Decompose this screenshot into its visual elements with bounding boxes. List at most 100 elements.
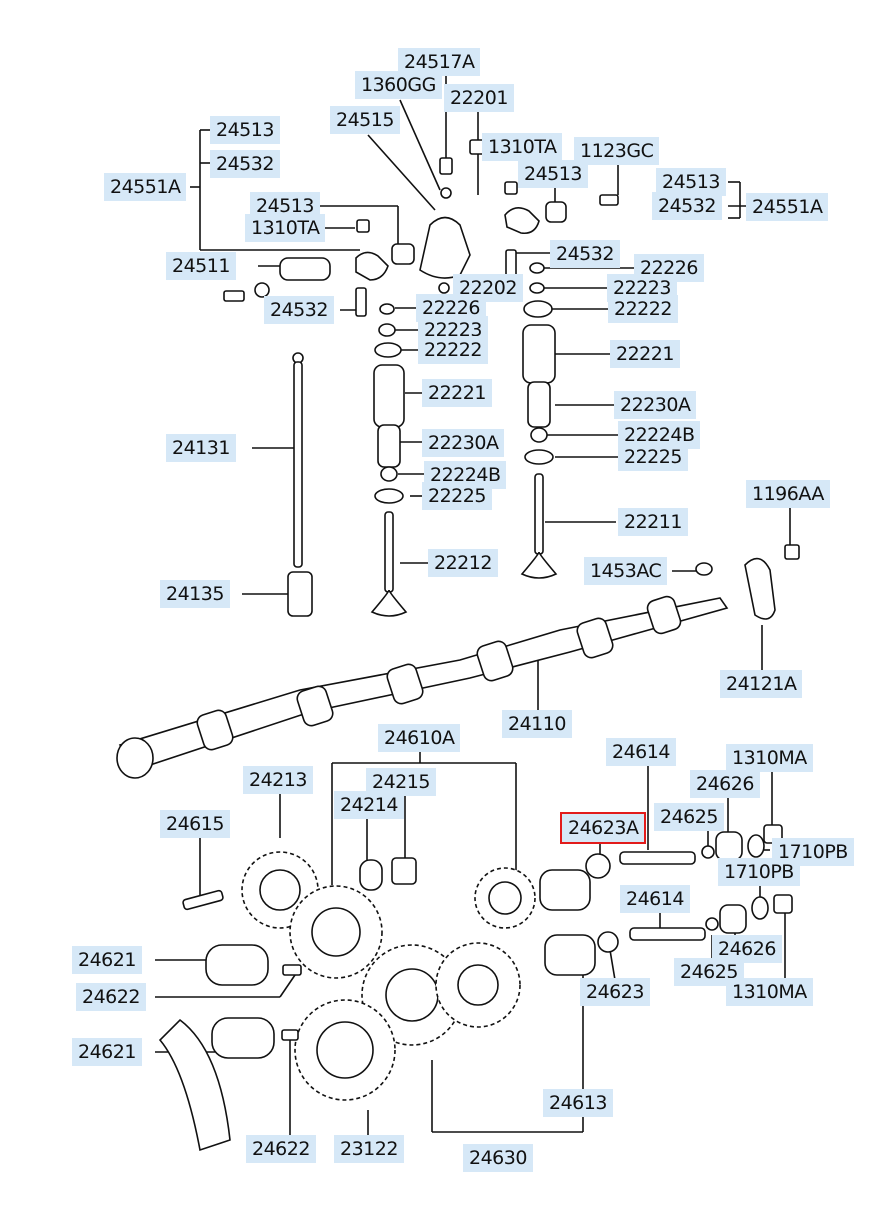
pushrod bbox=[293, 361, 303, 568]
bolt-1196aa bbox=[784, 544, 800, 560]
gear-24630-right-hub bbox=[457, 964, 499, 1006]
part-label: 24621 bbox=[72, 1038, 142, 1066]
valve-stem-left bbox=[384, 511, 394, 593]
dowel-24615 bbox=[182, 889, 224, 911]
seal-right bbox=[530, 427, 548, 443]
cam-lobe-6 bbox=[646, 595, 682, 635]
cam-lobe-4 bbox=[476, 640, 514, 682]
part-label: 24213 bbox=[243, 766, 313, 794]
cam-lobe-1 bbox=[196, 709, 234, 751]
tappet bbox=[287, 571, 313, 617]
nut-1310ta-right bbox=[504, 181, 518, 195]
part-label: 24511 bbox=[166, 252, 236, 280]
part-label: 24621 bbox=[72, 946, 142, 974]
adjust-screw-left bbox=[355, 287, 367, 317]
valve-stem-right bbox=[534, 473, 544, 555]
outer-spring-right bbox=[522, 324, 556, 384]
leader bbox=[609, 949, 616, 981]
part-label: 22222 bbox=[418, 336, 488, 364]
bush-24621-lower bbox=[211, 1017, 275, 1059]
outer-spring-left bbox=[373, 364, 405, 428]
washer-1360gg bbox=[440, 187, 452, 199]
part-label: 24613 bbox=[543, 1089, 613, 1117]
bolt-1123gc bbox=[599, 194, 619, 206]
rocker-arm-right bbox=[504, 207, 540, 235]
part-label: 24622 bbox=[76, 983, 146, 1011]
retainer-left bbox=[378, 323, 396, 337]
part-label: 24121A bbox=[720, 670, 803, 698]
valve-head-right bbox=[520, 551, 558, 579]
spring-seat-upper-right bbox=[523, 300, 553, 318]
gear-24630-left-hub bbox=[385, 968, 439, 1022]
nut-1310ma-lower bbox=[773, 894, 793, 914]
idler-bush-24623 bbox=[544, 934, 596, 976]
part-label: 24630 bbox=[463, 1144, 533, 1172]
part-label: 24625 bbox=[654, 803, 724, 831]
rocker-bush-left bbox=[391, 243, 415, 265]
washer bbox=[254, 282, 270, 298]
part-label: 24551A bbox=[104, 173, 187, 201]
part-label: 24110 bbox=[502, 710, 572, 738]
key-24622-upper bbox=[282, 964, 302, 976]
retainer-right bbox=[529, 282, 545, 294]
part-label: 1123GC bbox=[574, 137, 660, 165]
part-label: 24615 bbox=[160, 810, 230, 838]
washer-24625-lower bbox=[705, 917, 719, 931]
nut-1310ta-left bbox=[356, 219, 370, 233]
spring-seat-lower-left bbox=[374, 488, 404, 504]
leader bbox=[367, 134, 436, 211]
idler-bush-24623a bbox=[539, 869, 591, 911]
rocker-bush-right bbox=[545, 201, 567, 223]
part-label: 24614 bbox=[606, 738, 676, 766]
part-label: 24626 bbox=[690, 770, 760, 798]
part-label: 24513 bbox=[210, 116, 280, 144]
key-24622-lower bbox=[281, 1029, 299, 1041]
part-label: 1710PB bbox=[718, 858, 800, 886]
plug-1453ac bbox=[695, 562, 713, 576]
part-label: 1310TA bbox=[245, 214, 326, 242]
cotter-left bbox=[379, 303, 395, 315]
leader bbox=[399, 99, 441, 191]
part-label-highlighted: 24623A bbox=[559, 812, 647, 844]
gear-24610a-right-hub bbox=[488, 881, 522, 915]
part-label: 1453AC bbox=[584, 557, 668, 585]
collar-24626-upper bbox=[715, 831, 743, 861]
part-label: 24135 bbox=[160, 580, 230, 608]
gear-23122-hub bbox=[316, 1021, 374, 1079]
seal-left bbox=[380, 466, 398, 482]
idler-shaft-24614-lower bbox=[629, 927, 706, 941]
part-label: 24623 bbox=[580, 978, 650, 1006]
cotter-right bbox=[529, 262, 545, 274]
rocker-shaft-pin bbox=[279, 257, 331, 281]
part-label: 22222 bbox=[608, 295, 678, 323]
part-label: 24610A bbox=[378, 724, 461, 752]
thrust-plate-24623a bbox=[585, 853, 611, 879]
cam-lobe-3 bbox=[386, 663, 424, 705]
part-label: 22211 bbox=[618, 508, 688, 536]
thrust-plate-24623 bbox=[597, 931, 619, 953]
part-label: 22221 bbox=[422, 379, 492, 407]
part-label: 22230A bbox=[422, 429, 505, 457]
part-label: 24625 bbox=[674, 958, 744, 986]
spring-seat-lower-right bbox=[524, 449, 554, 465]
valve-head-left bbox=[370, 589, 408, 617]
part-label: 24513 bbox=[656, 168, 726, 196]
rocker-arm-left bbox=[355, 251, 389, 281]
part-label: 24532 bbox=[210, 150, 280, 178]
cam-lobe-5 bbox=[576, 617, 614, 659]
cam-lobe-2 bbox=[296, 685, 334, 727]
o-ring-22202 bbox=[438, 282, 450, 294]
camshaft-end bbox=[116, 737, 154, 779]
washer-24625-upper bbox=[701, 845, 715, 859]
part-label: 22225 bbox=[618, 443, 688, 471]
cover-plate-24121a bbox=[744, 557, 776, 620]
rocker-bracket bbox=[419, 216, 471, 279]
part-label: 1310MA bbox=[726, 978, 813, 1006]
adjust-screw-right bbox=[505, 249, 517, 277]
part-label: 22230A bbox=[614, 391, 697, 419]
part-label: 1310MA bbox=[726, 744, 813, 772]
part-label: 24551A bbox=[746, 193, 829, 221]
part-label: 24532 bbox=[264, 296, 334, 324]
part-label: 22221 bbox=[610, 340, 680, 368]
